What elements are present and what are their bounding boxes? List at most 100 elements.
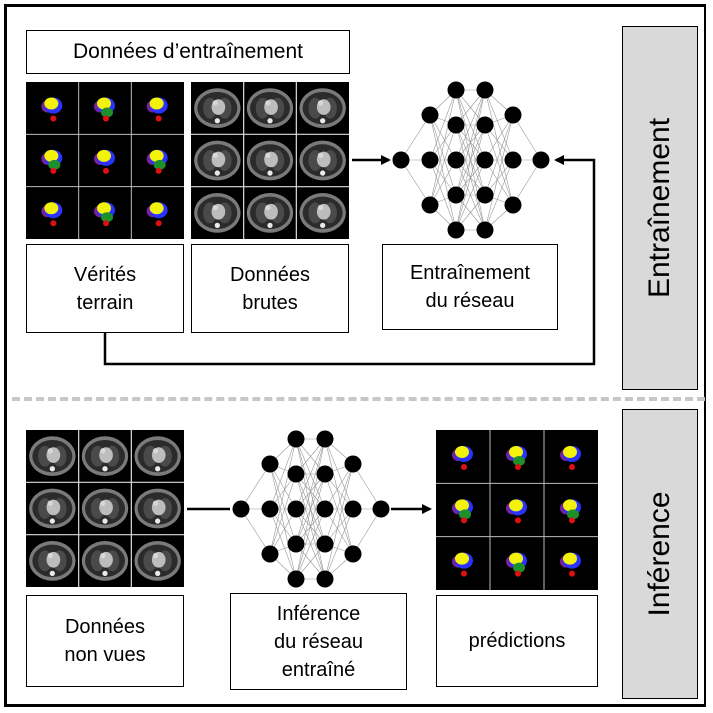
network-edge — [269, 508, 297, 580]
network-node — [316, 465, 334, 483]
network-node — [261, 455, 279, 473]
network-edge — [512, 159, 542, 206]
network-node — [287, 535, 305, 553]
segmentation-tile — [94, 149, 115, 174]
network-node — [476, 116, 494, 134]
inference-network — [232, 430, 390, 588]
network-node — [316, 430, 334, 448]
network-node — [287, 500, 305, 518]
network-node — [287, 430, 305, 448]
training-side-panel: Entraînement — [622, 26, 698, 390]
network-edge — [324, 508, 354, 555]
segmentation-tile — [506, 499, 527, 524]
network-node — [232, 500, 250, 518]
ct-slice-tile — [134, 540, 181, 581]
network-edge — [295, 438, 326, 545]
inference-side-panel: Inférence — [622, 409, 698, 699]
network-edge — [324, 508, 354, 580]
network-edge — [269, 473, 297, 555]
network-node — [447, 116, 465, 134]
network-edge — [429, 159, 457, 206]
network-edge — [295, 508, 326, 580]
network-edge — [400, 114, 431, 161]
ct-slice-tile — [246, 140, 294, 181]
network-edge — [269, 463, 297, 545]
ct-slice-tile — [194, 192, 241, 233]
network-node — [372, 500, 390, 518]
network-node — [261, 545, 279, 563]
network-edge — [269, 463, 297, 580]
network-node — [476, 186, 494, 204]
network-edge — [324, 473, 354, 555]
segmentation-tile — [94, 202, 115, 227]
network-node — [316, 500, 334, 518]
training-data-title: Données d’entraînement — [26, 30, 350, 74]
network-edge — [455, 89, 486, 196]
network-node — [447, 186, 465, 204]
network-node — [344, 455, 362, 473]
segmentation-tile — [452, 499, 473, 524]
ct-slice-tile — [29, 540, 76, 581]
network-node — [261, 500, 279, 518]
ct-slice-tile — [134, 488, 181, 529]
network-edge — [269, 508, 297, 555]
network-edge — [455, 124, 486, 231]
network-edge — [484, 89, 514, 206]
network-edge — [295, 438, 326, 580]
network-node — [476, 81, 494, 99]
raw-data-label: Données brutes — [191, 244, 349, 333]
segmentation-tile — [560, 446, 581, 470]
network-node — [504, 151, 522, 169]
network-edge — [295, 473, 326, 580]
network-edge — [240, 508, 271, 555]
network-edge — [324, 463, 354, 545]
segmentation-tile — [506, 552, 527, 577]
segmentation-tile — [41, 149, 63, 174]
network-edge — [455, 89, 486, 231]
segmentation-tile — [146, 97, 168, 122]
ct-slice-tile — [29, 436, 76, 477]
segmentation-tile — [452, 446, 473, 470]
network-inference-label: Inférence du réseau entraîné — [230, 593, 407, 690]
segmentation-tile — [94, 97, 115, 122]
ct-slice-tile — [81, 436, 129, 477]
ct-slice-tile — [299, 88, 346, 129]
ct-slice-tile — [299, 192, 346, 233]
network-edge — [484, 114, 514, 231]
ct-slice-tile — [81, 488, 129, 529]
network-node — [344, 545, 362, 563]
network-node — [447, 81, 465, 99]
network-edge — [324, 438, 354, 510]
network-edge — [429, 124, 457, 206]
network-edge — [484, 89, 514, 161]
network-edge — [455, 159, 486, 231]
outer-frame — [4, 4, 706, 707]
network-edge — [484, 159, 514, 206]
network-edge — [455, 89, 486, 161]
network-edge — [429, 114, 457, 231]
segmentation-tile — [146, 202, 168, 227]
ct-slice-tile — [246, 88, 294, 129]
network-edge — [484, 159, 514, 231]
network-node — [421, 151, 439, 169]
network-node — [316, 570, 334, 588]
training-network — [392, 81, 550, 239]
ct-slice-tile — [134, 436, 181, 477]
network-edge — [324, 438, 354, 555]
network-edge — [429, 114, 457, 196]
network-edge — [352, 508, 382, 555]
network-node — [532, 151, 550, 169]
predictions-segmentation-grid — [436, 430, 598, 590]
section-divider — [12, 397, 705, 401]
network-node — [287, 465, 305, 483]
ct-slice-tile — [246, 192, 294, 233]
network-edge — [429, 89, 457, 206]
network-edge — [324, 463, 354, 580]
network-edge — [512, 114, 542, 161]
network-edge — [429, 114, 457, 161]
network-edge — [352, 463, 382, 510]
ground-truth-segmentation-grid — [26, 82, 184, 239]
network-edge — [400, 159, 431, 206]
network-node — [447, 221, 465, 239]
